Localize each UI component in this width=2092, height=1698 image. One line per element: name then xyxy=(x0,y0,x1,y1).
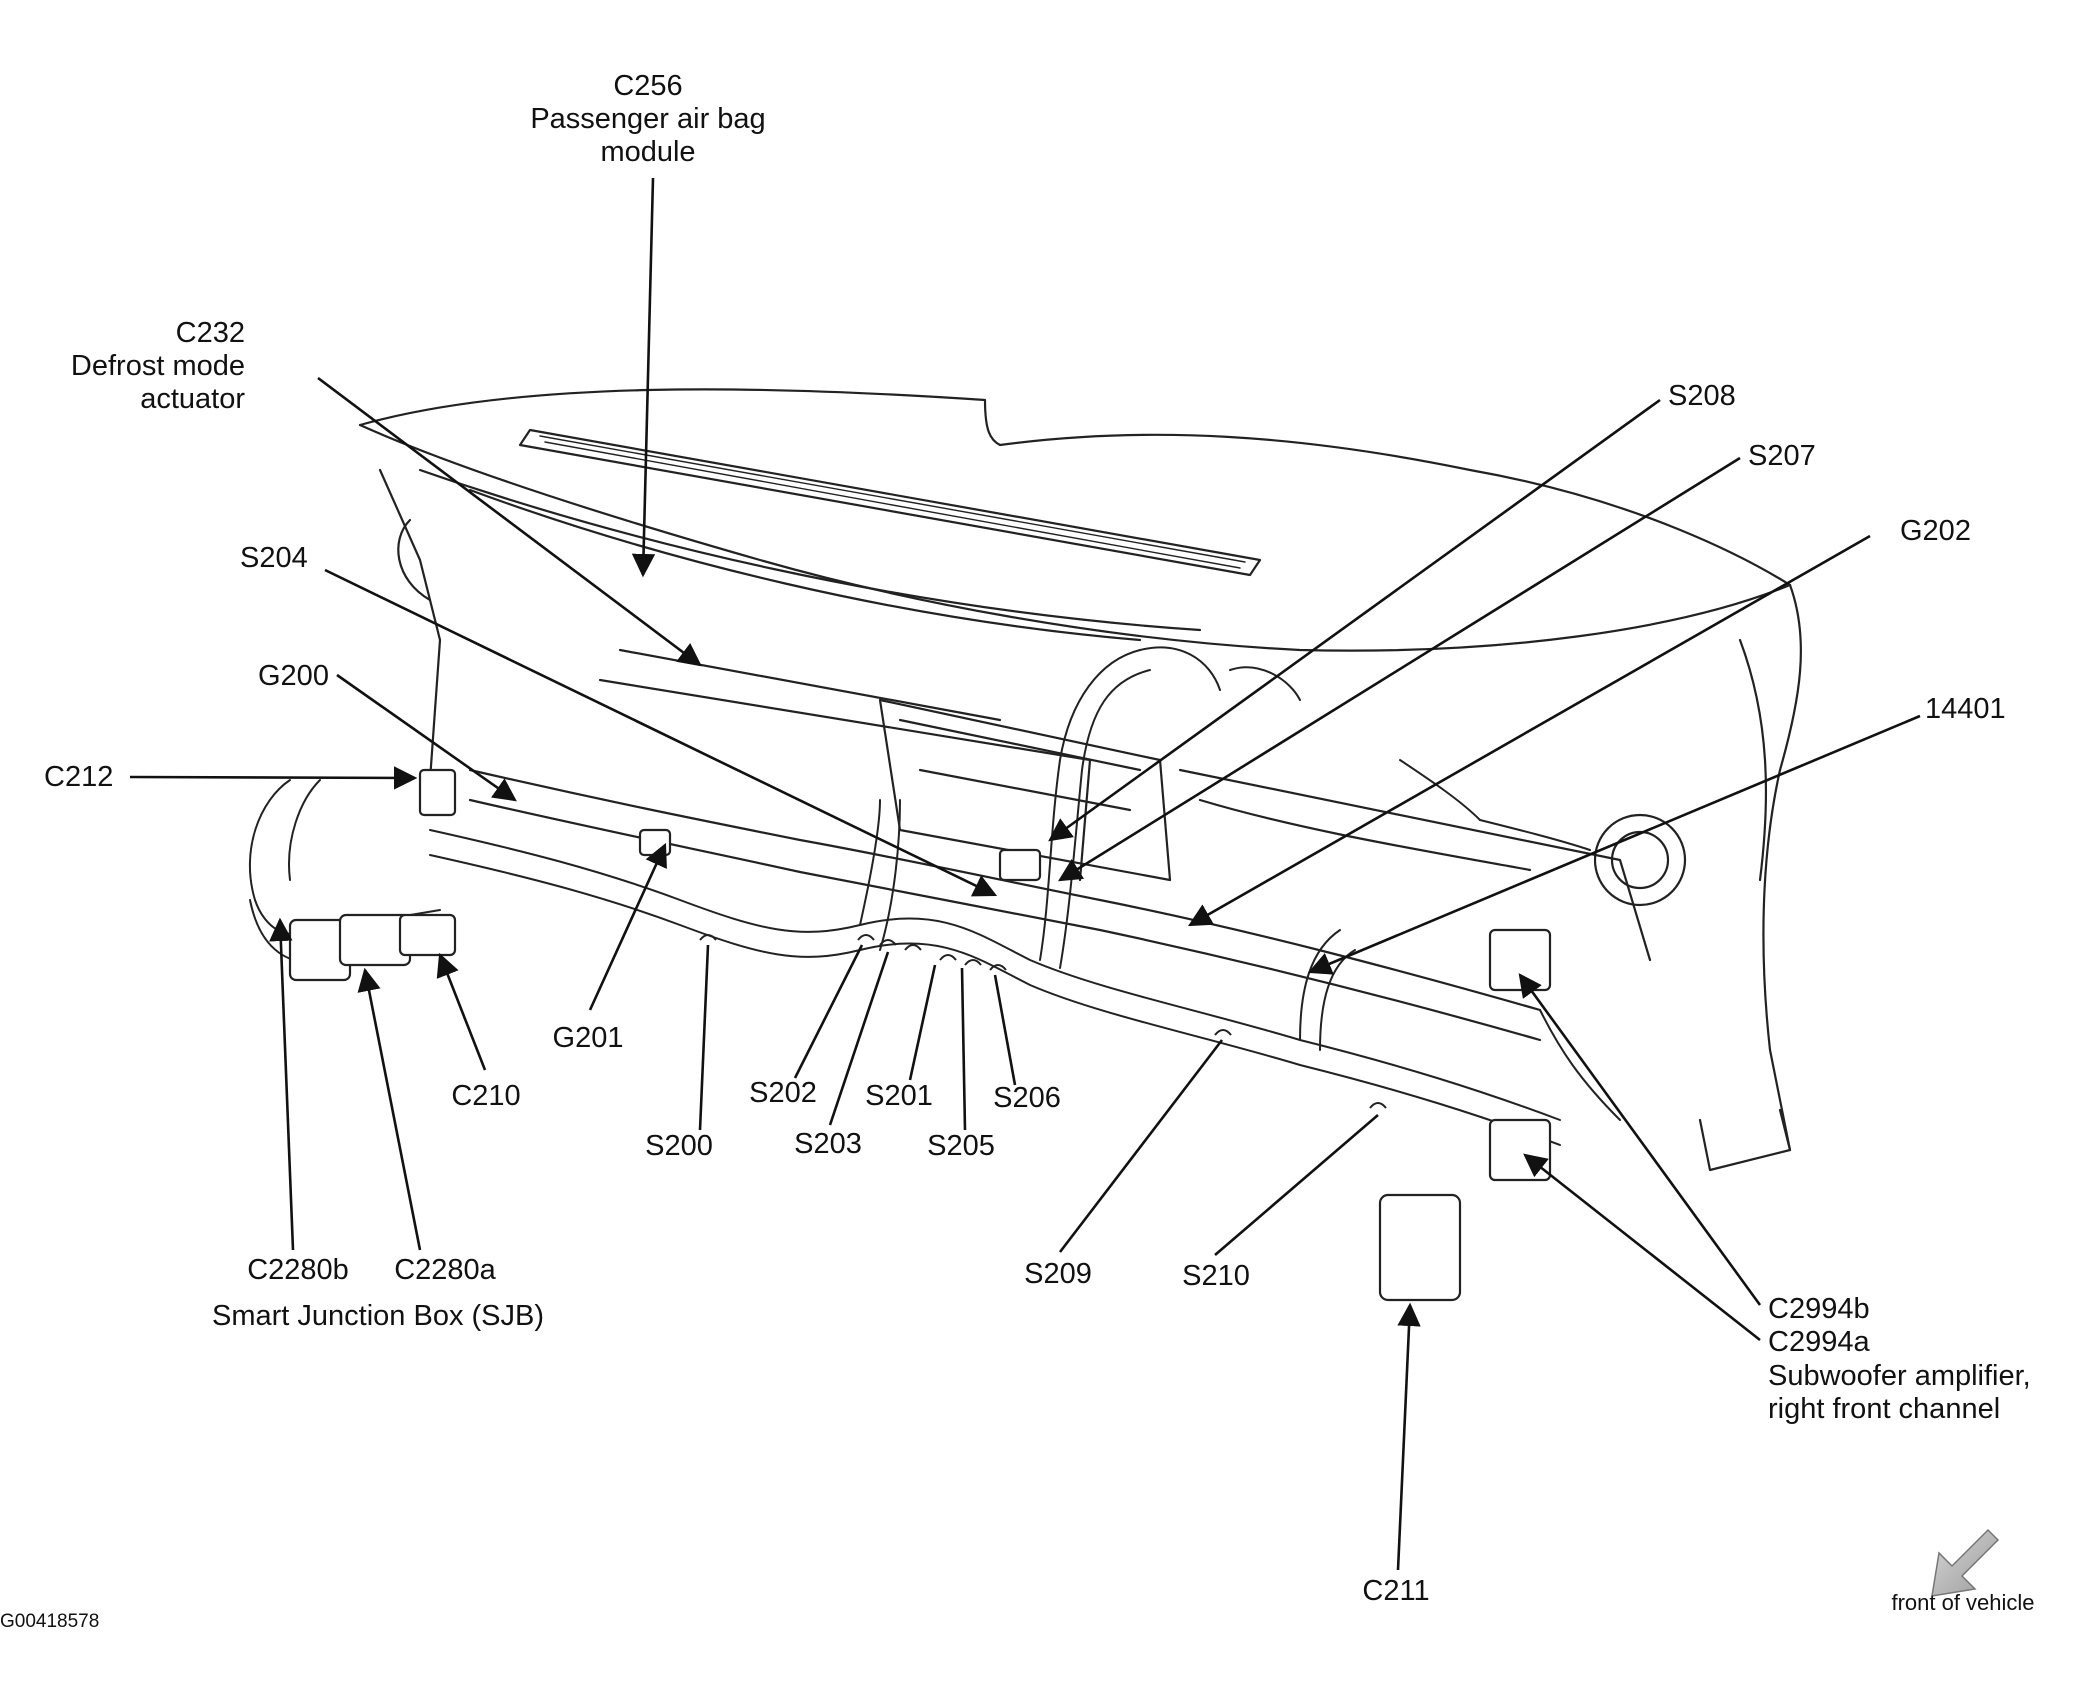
leader-c211 xyxy=(1396,1302,1421,1571)
leader-s205 xyxy=(960,967,967,1131)
dash-top-cover xyxy=(358,388,1792,587)
c212-connector xyxy=(418,768,457,817)
leader-c210 xyxy=(436,952,487,1071)
callout-code: C2994a xyxy=(1768,1326,1870,1358)
leader-s201 xyxy=(908,964,937,1081)
callout-desc: Subwoofer amplifier, xyxy=(1768,1360,2031,1392)
callout-s206: S206 xyxy=(993,1082,1061,1114)
leader-s210 xyxy=(1214,1114,1379,1256)
callout-s209: S209 xyxy=(1024,1258,1092,1290)
callout-c212: C212 xyxy=(44,761,114,793)
leader-s202 xyxy=(793,944,864,1079)
callout-s200: S200 xyxy=(645,1130,713,1162)
front-of-vehicle-arrow-icon xyxy=(1931,1528,2000,1597)
leader-c212 xyxy=(129,766,418,790)
callout-g200: G200 xyxy=(258,660,329,692)
left-end-panel xyxy=(378,468,452,792)
leader-14401 xyxy=(1307,714,1921,975)
leader-g202 xyxy=(1187,534,1871,927)
callout-code: C256 xyxy=(613,70,683,102)
callout-c210: C210 xyxy=(451,1080,521,1112)
callout-desc: Defrost mode xyxy=(70,350,245,382)
callout-g201: G201 xyxy=(552,1022,624,1054)
front-of-vehicle-label: front of vehicle xyxy=(1891,1590,2035,1615)
callout-14401: 14401 xyxy=(1925,693,2006,725)
cross-car-beam xyxy=(468,768,1542,1012)
callout-c232: C232 Defrost mode actuator xyxy=(71,317,245,416)
leader-s207 xyxy=(1058,456,1741,882)
callout-s204: S204 xyxy=(240,542,308,574)
main-wiring-harness xyxy=(248,779,321,935)
callout-s203: S203 xyxy=(794,1128,862,1160)
callout-c256: C256 Passenger air bag module xyxy=(530,70,765,169)
leader-s208 xyxy=(1048,398,1661,842)
leader-c2280a xyxy=(357,967,422,1251)
callout-s205: S205 xyxy=(927,1130,995,1162)
callout-c211: C211 xyxy=(1362,1575,1430,1607)
leader-c2280b xyxy=(269,917,295,1251)
hvac-module xyxy=(878,698,1172,882)
callout-s210: S210 xyxy=(1182,1260,1250,1292)
leader-c232 xyxy=(317,376,702,667)
c2994-connectors xyxy=(1488,928,1552,992)
leader-s204 xyxy=(324,568,998,897)
leader-c256 xyxy=(631,177,656,578)
figure-id: G00418578 xyxy=(0,1611,100,1632)
callout-code: C232 xyxy=(175,317,245,349)
callout-c2280a: C2280a xyxy=(394,1254,496,1286)
leader-s206 xyxy=(993,974,1017,1086)
c210-connector xyxy=(398,913,457,957)
leader-g201 xyxy=(588,842,667,1011)
callout-code: C2994b xyxy=(1768,1293,1870,1325)
leader-g200 xyxy=(336,673,517,802)
callout-desc: module xyxy=(600,136,696,168)
callout-s207: S207 xyxy=(1748,440,1816,472)
callout-desc: Passenger air bag xyxy=(530,103,766,135)
callout-subwoofer: Subwoofer amplifier, right front channel xyxy=(1768,1360,2031,1426)
leader-c2994a xyxy=(1523,1153,1761,1342)
right-end-panel xyxy=(1762,583,1802,1152)
leader-s209 xyxy=(1058,1039,1224,1253)
callout-desc: actuator xyxy=(140,383,245,415)
leader-c2994b xyxy=(1518,973,1762,1306)
callout-s208: S208 xyxy=(1668,380,1736,412)
c211-connector xyxy=(1378,1193,1462,1302)
leader-s200 xyxy=(698,944,710,1131)
callout-c2994: C2994b C2994a xyxy=(1768,1293,1870,1359)
callout-desc: right front channel xyxy=(1768,1393,2001,1425)
callout-sjb: Smart Junction Box (SJB) xyxy=(212,1300,544,1332)
callout-s201: S201 xyxy=(865,1080,933,1112)
callout-s202: S202 xyxy=(749,1077,817,1109)
callout-g202: G202 xyxy=(1900,515,1971,547)
callout-c2280b: C2280b xyxy=(247,1254,349,1286)
leader-s203 xyxy=(828,951,890,1126)
